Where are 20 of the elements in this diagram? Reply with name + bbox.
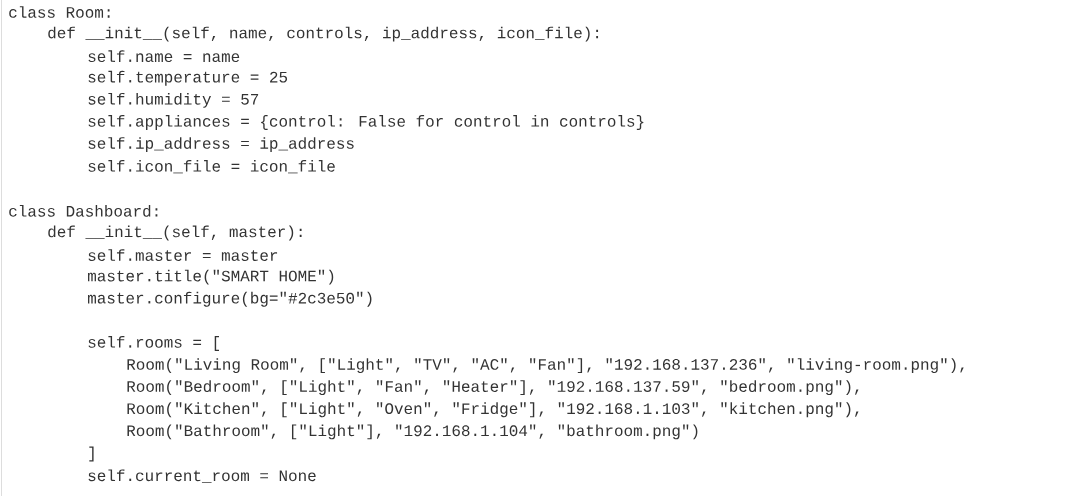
code-line: self.master = master: [88, 249, 278, 261]
code-line: class Room:: [9, 6, 110, 18]
code-line: Room("Bathroom", ["Light"], "192.168.1.104", "bathroom.png"): [127, 424, 698, 440]
code-line: self.temperature = 25: [88, 70, 288, 86]
code-line: ]: [89, 446, 94, 462]
code-line: self.humidity = 57: [88, 92, 259, 108]
code-line: Room("Bedroom", ["Light", "Fan", "Heater"], "192.168.137.59", "bedroom.png"),: [127, 380, 859, 396]
code-line: self.ip_address = ip_address: [88, 137, 354, 152]
code-line: def __init__(self, master):: [48, 225, 302, 241]
code-line: class Dashboard:: [9, 205, 158, 217]
code-line: master.title("SMART HOME"): [87, 269, 334, 285]
code-line: self.appliances = {control: False for control in controls}: [88, 115, 644, 130]
code-line: self.current_room = None: [88, 469, 316, 483]
code-line: self.name = name: [88, 50, 240, 63]
code-line: Room("Living Room", ["Light", "TV", "AC", "Fan"], "192.168.137.236", "living-room.png"),: [127, 358, 964, 373]
code-line: master.configure(bg="#2c3e50"): [87, 291, 372, 307]
code-line: self.rooms = [: [88, 336, 219, 351]
code-line: self.icon_file = icon_file: [88, 160, 335, 174]
code-line: def __init__(self, name, controls, ip_address, icon_file):: [48, 26, 599, 42]
code-line: Room("Kitchen", ["Light", "Oven", "Fridge"], "192.168.1.103", "kitchen.png"),: [127, 402, 859, 418]
